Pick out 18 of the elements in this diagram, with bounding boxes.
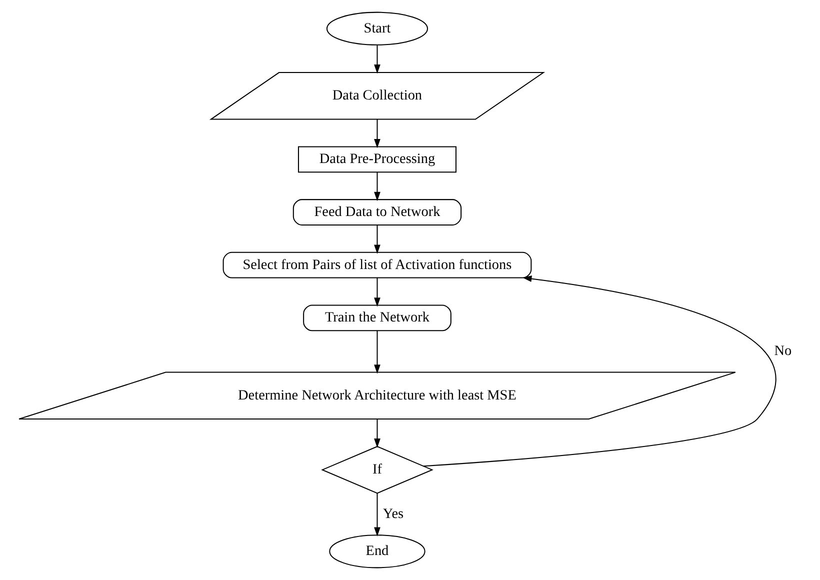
edge-label: Yes (382, 506, 404, 522)
arrow (374, 45, 380, 74)
node-box: Select from Pairs of list of Activation functions (222, 252, 532, 278)
arrow (374, 119, 380, 148)
arrow (374, 172, 380, 202)
node-box: Feed Data to Network (292, 199, 462, 226)
arrow (374, 330, 380, 374)
arrow (374, 278, 380, 307)
arrow (424, 276, 776, 467)
arrow (374, 225, 380, 254)
arrow (374, 493, 380, 536)
node-ellipse: Start (326, 12, 428, 46)
node-box: Train the Network (303, 304, 452, 332)
edge-label: No (774, 343, 792, 360)
node-diamond: If (321, 446, 434, 494)
node-ellipse: End (329, 534, 426, 568)
node-box: Data Pre-Processing (298, 146, 456, 173)
arrow (374, 419, 380, 448)
